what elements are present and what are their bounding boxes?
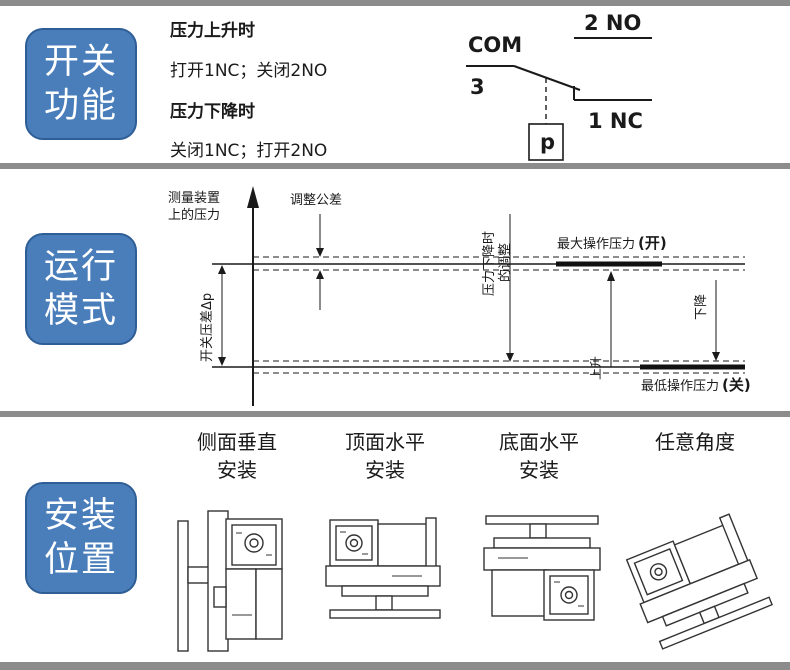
max-pressure-label: 最大操作压力(开): [557, 234, 667, 252]
rising-text: 打开1NC；关闭2NO: [170, 61, 328, 81]
position-label-side-vertical: 侧面垂直 安装: [182, 428, 292, 484]
divider-1: [0, 163, 790, 169]
tolerance-label: 调整公差: [290, 193, 342, 208]
differential-arrow-bottom: [218, 357, 226, 366]
badge-line2: 位置: [43, 540, 118, 580]
tolerance-arrow-down-head: [316, 248, 324, 257]
device-top-horizontal-illustration: [325, 517, 441, 619]
fall-arrow-head: [712, 352, 720, 361]
divider-bottom: [0, 662, 790, 670]
min-pressure-state: (关): [722, 376, 751, 394]
differential-arrow-top: [218, 265, 226, 274]
min-pressure-text: 最低操作压力: [641, 378, 719, 394]
y-axis-label-line2: 上的压力: [168, 207, 220, 223]
position-label-line1: 底面水平: [499, 430, 579, 454]
position-label-line1: 顶面水平: [345, 430, 425, 454]
tolerance-arrow-up-head: [316, 270, 324, 279]
min-pressure-label: 最低操作压力(关): [641, 376, 751, 394]
operation-diagram: 测量装置 上的压力 调整公差 开关压差Δp 压力下降时 的调整 最大操作压力(开…: [168, 186, 751, 406]
badge-line2: 功能: [43, 86, 118, 126]
device-bottom-horizontal-illustration: [483, 515, 601, 621]
y-axis-label-line1: 测量装置: [168, 191, 220, 206]
y-axis-arrow: [247, 186, 259, 208]
rise-label: 上升: [589, 356, 603, 380]
falling-text: 关闭1NC；打开2NO: [170, 141, 328, 161]
max-pressure-state: (开): [638, 234, 667, 252]
p-label: p: [540, 130, 555, 154]
divider-2: [0, 411, 790, 417]
position-label-line2: 安装: [217, 458, 257, 482]
position-label-line2: 安装: [365, 458, 405, 482]
falling-adjust-arrow: [506, 353, 514, 362]
position-label-line1: 任意角度: [655, 430, 735, 454]
operation-mode-badge: 运行 模式: [25, 233, 137, 345]
switch-schematic: COM 3 2 NO 1 NC p: [466, 11, 652, 161]
badge-line2: 模式: [43, 291, 118, 331]
position-label-any-angle: 任意角度: [640, 428, 750, 456]
badge-line1: 运行: [43, 247, 118, 287]
device-any-angle-illustration: [625, 513, 773, 650]
switch-blade: [513, 65, 581, 91]
divider-top: [0, 0, 790, 6]
no-label: 2 NO: [584, 11, 641, 35]
mounting-position-badge: 安装 位置: [25, 482, 137, 594]
fall-label: 下降: [694, 294, 709, 320]
position-label-line1: 侧面垂直: [197, 430, 277, 454]
differential-label: 开关压差Δp: [200, 293, 215, 362]
falling-adjust-label-line2: 的调整: [497, 243, 513, 282]
falling-title: 压力下降时: [170, 102, 255, 122]
device-side-vertical-illustration: [177, 510, 283, 652]
badge-line1: 开关: [43, 42, 118, 82]
rise-arrow-head: [607, 271, 615, 281]
falling-adjust-label-line1: 压力下降时: [482, 231, 497, 296]
rising-title: 压力上升时: [170, 21, 255, 41]
switch-function-badge: 开关 功能: [25, 28, 137, 140]
nc-label: 1 NC: [588, 109, 643, 133]
max-pressure-text: 最大操作压力: [557, 236, 635, 252]
position-label-line2: 安装: [519, 458, 559, 482]
badge-line1: 安装: [43, 496, 118, 536]
pressure-box: [528, 123, 564, 161]
position-label-bottom-horizontal: 底面水平 安装: [484, 428, 594, 484]
com-label: COM: [468, 33, 522, 57]
terminal3-label: 3: [470, 75, 485, 99]
position-label-top-horizontal: 顶面水平 安装: [330, 428, 440, 484]
